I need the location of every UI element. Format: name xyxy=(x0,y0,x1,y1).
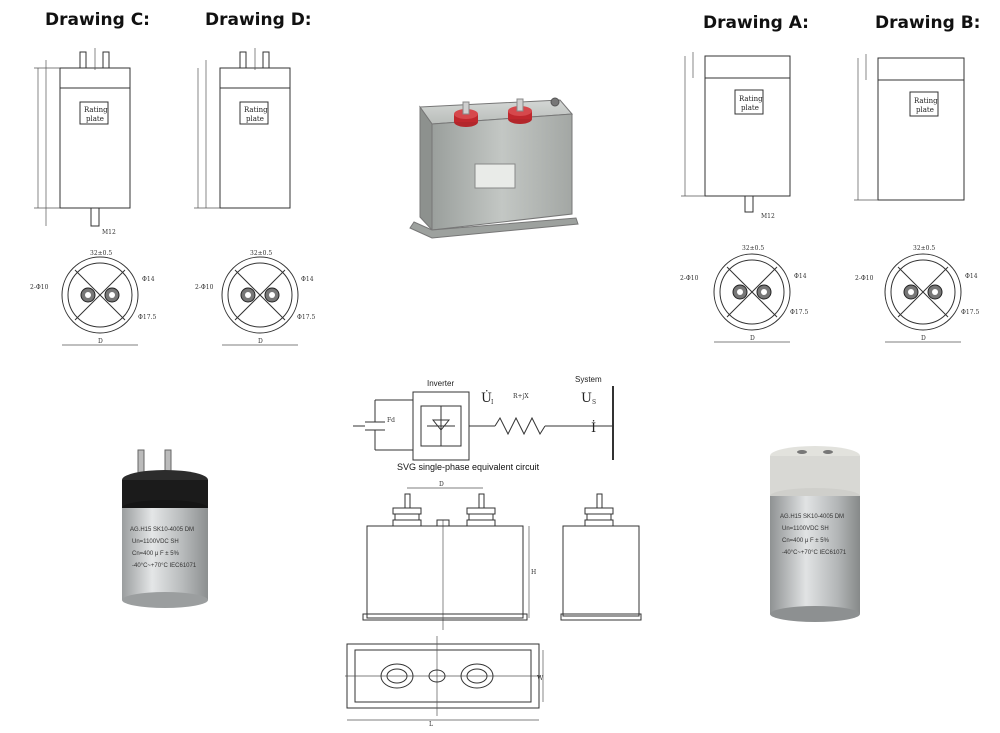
equivalent-circuit-diagram: Inverter System Fd U̇ I R+jX U S İ SVG s… xyxy=(353,375,614,472)
heading-drawing-a: Drawing A: xyxy=(703,13,809,33)
black-top-capacitor-photo: AG.H15 SK10-4005 DM Un=1100VDC SH Cn=400… xyxy=(122,449,208,608)
plate-label-line1: Rating xyxy=(84,106,108,114)
inverter-voltage-label: U̇ xyxy=(481,390,492,406)
cap-left-line2: Un=1100VDC SH xyxy=(132,539,179,545)
cap-right-line2: Un=1100VDC SH xyxy=(782,526,829,532)
system-label: System xyxy=(575,375,602,384)
stud-thread-label: M12 xyxy=(761,213,775,220)
d175-dimension: Φ17.5 xyxy=(297,314,315,321)
holes-dimension: 2-Φ10 xyxy=(855,275,874,282)
plate-label-line2: plate xyxy=(741,104,759,112)
drawing-d-side-view: Rating plate xyxy=(194,48,291,209)
heading-drawing-d: Drawing D: xyxy=(205,10,312,30)
d14-dimension: Φ14 xyxy=(965,273,978,280)
length-dimension: L xyxy=(429,721,433,728)
d175-dimension: Φ17.5 xyxy=(790,309,808,316)
svg-text:Fd: Fd xyxy=(387,417,395,424)
d175-dimension: Φ17.5 xyxy=(961,309,979,316)
holes-dimension: 2-Φ10 xyxy=(680,275,699,282)
plate-label-line2: plate xyxy=(86,115,104,123)
pitch-dimension: 32±0.5 xyxy=(90,250,112,257)
heading-drawing-c: Drawing C: xyxy=(45,10,150,30)
system-voltage-label: U xyxy=(581,391,592,406)
diameter-dimension: D xyxy=(750,335,755,342)
drawing-c-top-view: 32±0.5 2-Φ10 Φ14 Φ17.5 D xyxy=(30,250,156,346)
d175-dimension: Φ17.5 xyxy=(138,314,156,321)
d14-dimension: Φ14 xyxy=(301,276,314,283)
cap-right-line4: -40°C~+70°C IEC61071 xyxy=(782,550,847,556)
drawing-b-side-view: Rating plate xyxy=(854,54,965,201)
inverter-voltage-subscript: I xyxy=(491,399,494,406)
plate-label-line1: Rating xyxy=(244,106,268,114)
plate-label-line1: Rating xyxy=(739,95,763,103)
pitch-dimension: 32±0.5 xyxy=(913,245,935,252)
current-label: İ xyxy=(591,419,596,436)
cap-left-line1: AG.H15 SK10-4005 DM xyxy=(130,527,194,533)
pitch-dimension: 32±0.5 xyxy=(742,245,764,252)
plate-label-line2: plate xyxy=(246,115,264,123)
box-capacitor-drawings: D H W L xyxy=(345,481,642,728)
grey-top-capacitor-photo: AG.H15 SK10-4005 DM Un=1100VDC SH Cn=400… xyxy=(770,446,860,622)
heading-drawing-b: Drawing B: xyxy=(875,13,981,33)
cap-right-line3: Cn=400 μ F ± 5% xyxy=(782,538,830,544)
holes-dimension: 2-Φ10 xyxy=(195,284,214,291)
drawing-a-side-view: Rating plate M12 xyxy=(681,52,791,220)
diameter-dimension: D xyxy=(258,338,263,345)
plate-label-line1: Rating xyxy=(914,97,938,105)
steel-box-capacitor-photo xyxy=(409,97,579,239)
d14-dimension: Φ14 xyxy=(794,273,807,280)
cap-left-line3: Cn=400 μ F ± 5% xyxy=(132,551,180,557)
cap-right-line1: AG.H15 SK10-4005 DM xyxy=(780,514,844,520)
height-dimension: H xyxy=(531,569,536,576)
impedance-label: R+jX xyxy=(513,393,529,400)
drawing-a-top-view: 32±0.5 2-Φ10 Φ14 Φ17.5 D xyxy=(680,245,808,343)
stud-thread-label: M12 xyxy=(102,229,116,236)
d14-dimension: Φ14 xyxy=(142,276,155,283)
width-dimension: W xyxy=(537,675,544,682)
plate-label-line2: plate xyxy=(916,106,934,114)
inverter-label: Inverter xyxy=(427,379,454,388)
holes-dimension: 2-Φ10 xyxy=(30,284,49,291)
drawing-b-top-view: 32±0.5 2-Φ10 Φ14 Φ17.5 D xyxy=(855,245,979,343)
circuit-caption: SVG single-phase equivalent circuit xyxy=(397,462,540,472)
diameter-dimension: D xyxy=(98,338,103,345)
pitch-dimension: 32±0.5 xyxy=(250,250,272,257)
diameter-dimension: D xyxy=(921,335,926,342)
cap-left-line4: -40°C~+70°C IEC61071 xyxy=(132,563,197,569)
drawing-d-top-view: 32±0.5 2-Φ10 Φ14 Φ17.5 D xyxy=(195,250,315,346)
system-voltage-subscript: S xyxy=(592,399,596,406)
terminal-spacing-label: D xyxy=(439,481,444,488)
drawing-c-side-view: Rating plate M12 xyxy=(34,48,131,236)
